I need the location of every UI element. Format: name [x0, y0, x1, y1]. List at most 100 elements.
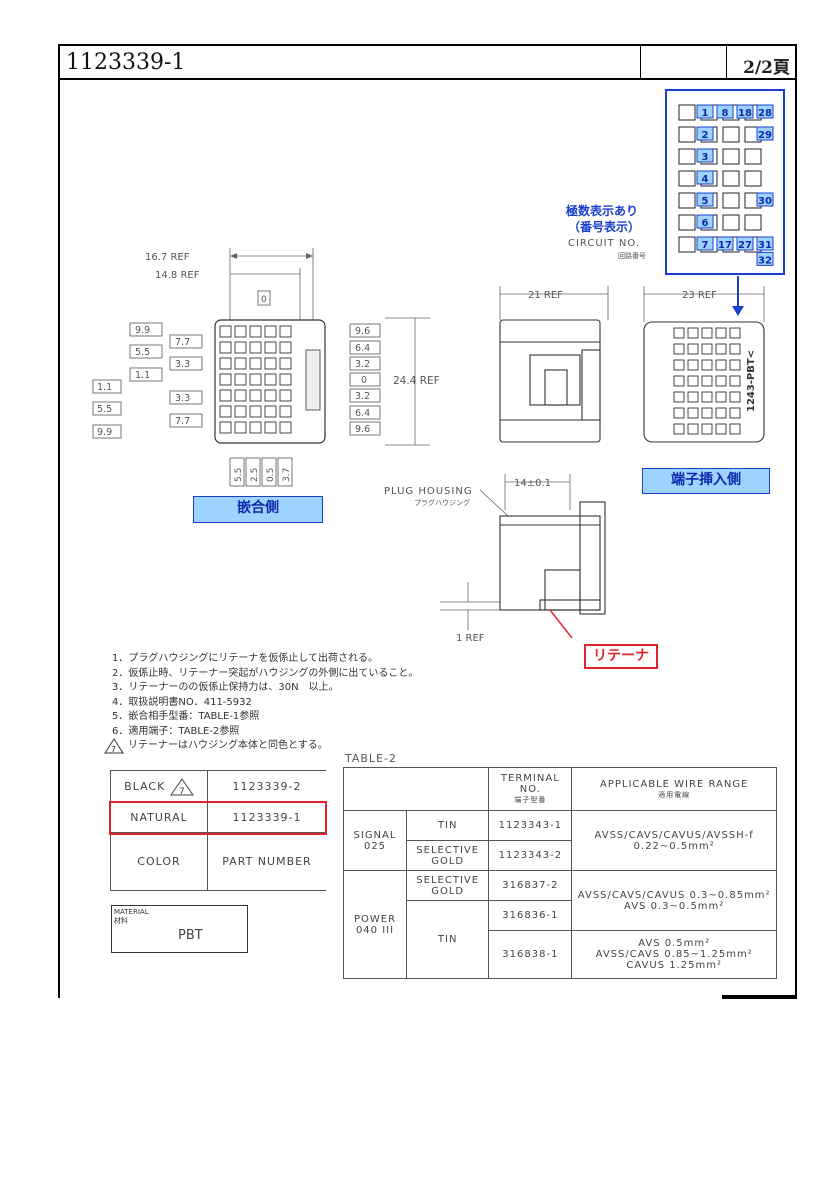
cavity [279, 405, 292, 418]
footer-bar [722, 995, 797, 999]
h-wire-jp: 適用電線 [658, 790, 691, 799]
cavity [678, 170, 696, 187]
part-p3: 316837-2 [488, 870, 573, 901]
cavity [234, 373, 247, 386]
gold-2: GOLD [431, 885, 465, 897]
circuit-badge [756, 104, 774, 119]
circuit-number: 31 [758, 240, 772, 251]
cavity [715, 327, 727, 339]
table2-h-terminal: TERMINAL NO. 端子型番 [488, 767, 573, 811]
black-mark: 7 [179, 787, 186, 796]
cavity [264, 325, 277, 338]
cavity [219, 373, 232, 386]
plug-housing-label: PLUG HOUSING [384, 486, 473, 497]
cavity [729, 423, 741, 435]
note-6: 6．適用端子：TABLE-2参照 [112, 725, 240, 737]
cavity [673, 407, 685, 419]
cavity [673, 343, 685, 355]
dim-right-2: 3.2 [355, 359, 370, 370]
color-natural: NATURAL [110, 802, 208, 833]
cavity [234, 389, 247, 402]
cavity [264, 405, 277, 418]
cavity [701, 407, 713, 419]
table2-corner [342, 767, 490, 811]
dim-ref-top1: 16.7 REF [145, 252, 190, 263]
cavity [279, 373, 292, 386]
circuit-number: 17 [718, 240, 732, 251]
dim-bottom-1: 2.5 [250, 468, 260, 482]
note-4: 4．取扱説明書NO．411-5932 [112, 696, 252, 708]
cavity [687, 423, 699, 435]
h-wire: APPLICABLE WIRE RANGE [599, 778, 749, 790]
circuit-badge [716, 236, 734, 251]
dim-bottom-3: 3.7 [282, 468, 292, 482]
cavity [715, 391, 727, 403]
header-part-number: PART NUMBER [207, 832, 326, 891]
cavity [701, 375, 713, 387]
power-tin: TIN [405, 900, 490, 979]
h-terminal-jp: 端子型番 [514, 796, 547, 804]
cavity [687, 391, 699, 403]
dim-left-9: 9.9 [97, 427, 112, 438]
plug-housing-jp: プラグハウジング [414, 498, 470, 507]
circuit-number: 32 [758, 255, 772, 266]
signal-size: 025 [363, 840, 387, 852]
part-p2: 1123343-2 [488, 840, 573, 871]
cavity [249, 373, 262, 386]
cavity [249, 357, 262, 370]
cavity [249, 325, 262, 338]
cavity [715, 343, 727, 355]
w-signal-1: AVSS/CAVS/CAVUS/AVSSH-f [594, 829, 754, 841]
cavity [234, 405, 247, 418]
mating-side-label: 嵌合側 [193, 496, 323, 523]
cavity [234, 357, 247, 370]
cavity [678, 126, 696, 143]
dim-left-2: 5.5 [135, 347, 150, 358]
circuit-badge [696, 192, 714, 207]
dim-left-4: 1.1 [135, 370, 150, 381]
circuit-number: 2 [702, 130, 709, 141]
part-number-table: BLACK 7 1123339-2 NATURAL 1123339-1 COLO… [110, 770, 326, 891]
cavity [722, 170, 740, 187]
note-3: 3．リテーナーのの仮係止保持力は、30N 以上。 [112, 682, 339, 693]
selective-1: SELECTIVE [416, 844, 480, 856]
cavity [729, 391, 741, 403]
dim-right-1: 6.4 [355, 343, 370, 354]
cavity [722, 126, 740, 143]
cavity [678, 214, 696, 231]
note-7-row: 7 リテーナーはハウジング本体と同色とする。 [104, 738, 418, 754]
terminal-side-view: 23 REF 1243-PBT< [643, 286, 765, 443]
w-signal-2: 0.22~0.5mm² [633, 840, 715, 852]
arrow-down-icon [732, 276, 744, 316]
circuit-badge [756, 126, 774, 141]
w-power-4: AVSS/CAVS 0.85~1.25mm² [595, 949, 753, 960]
h-terminal: TERMINAL [500, 773, 560, 784]
dim-left-3: 3.3 [175, 359, 190, 370]
cavity [249, 421, 262, 434]
circuit-badge [696, 104, 714, 119]
color-black: BLACK [124, 779, 166, 793]
cavity [715, 407, 727, 419]
circuit-number: 1 [702, 108, 709, 119]
circuit-badge [716, 104, 734, 119]
circuit-number: 30 [758, 196, 772, 207]
cavity [701, 391, 713, 403]
circuit-number: 27 [738, 240, 752, 251]
circuit-badge [696, 214, 714, 229]
cavity [729, 375, 741, 387]
circuit-badge [696, 236, 714, 251]
w-power-3: AVS 0.5mm² [638, 938, 711, 949]
mating-side-view: 16.7 REF 14.8 REF 0 9.9 7.7 5.5 3.3 1.1 … [92, 248, 440, 487]
cavity [715, 423, 727, 435]
circuit-badge [756, 236, 774, 251]
note-7: リテーナーはハウジング本体と同色とする。 [128, 740, 328, 751]
part-p4: 316836-1 [488, 900, 573, 931]
cavity [673, 423, 685, 435]
cavity [264, 341, 277, 354]
circuit-number: 29 [758, 130, 772, 141]
drawing-number: 1123339-1 [66, 50, 186, 75]
w-power-5: CAVUS 1.25mm² [626, 960, 722, 971]
cavity [234, 421, 247, 434]
